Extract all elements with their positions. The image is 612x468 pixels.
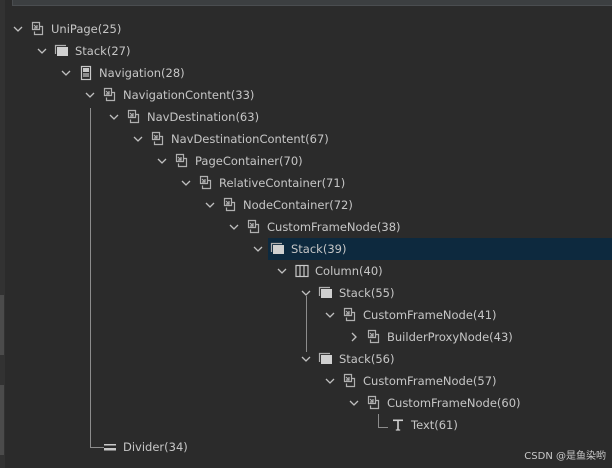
tree-row[interactable]: NavDestinationContent(67) — [0, 128, 612, 150]
tree-node-label: Navigation(28) — [99, 66, 185, 80]
tree-node-label: Stack(27) — [75, 44, 131, 58]
tree-node-label: CustomFrameNode(60) — [387, 396, 521, 410]
chevron-down-icon[interactable] — [36, 45, 48, 57]
tree-row[interactable]: NodeContainer(72) — [0, 194, 612, 216]
component-icon — [30, 21, 46, 37]
tree-row[interactable]: Navigation(28) — [0, 62, 612, 84]
tree-row[interactable]: Stack(39) — [0, 238, 612, 260]
tree-row[interactable]: UniPage(25) — [0, 18, 612, 40]
chevron-down-icon[interactable] — [60, 67, 72, 79]
divider-icon — [102, 439, 118, 455]
tree-node-label: NavDestinationContent(67) — [171, 132, 329, 146]
tree-row[interactable]: CustomFrameNode(57) — [0, 370, 612, 392]
tree-node-label: CustomFrameNode(57) — [363, 374, 497, 388]
tree-node-label: Stack(56) — [339, 352, 395, 366]
chevron-down-icon[interactable] — [108, 111, 120, 123]
tree-node-label: CustomFrameNode(41) — [363, 308, 497, 322]
stack-icon — [54, 43, 70, 59]
component-icon — [198, 175, 214, 191]
component-icon — [366, 395, 382, 411]
tree-node-label: PageContainer(70) — [195, 154, 303, 168]
tree-row[interactable]: NavigationContent(33) — [0, 84, 612, 106]
tree-node-label: UniPage(25) — [51, 22, 122, 36]
tree-row[interactable]: PageContainer(70) — [0, 150, 612, 172]
left-tool-strip — [0, 0, 5, 468]
chevron-down-icon[interactable] — [348, 397, 360, 409]
component-icon — [366, 329, 382, 345]
chevron-down-icon[interactable] — [324, 309, 336, 321]
tree-guide-line — [90, 447, 104, 448]
chevron-down-icon[interactable] — [276, 265, 288, 277]
tree-row[interactable]: CustomFrameNode(60) — [0, 392, 612, 414]
chevron-down-icon[interactable] — [132, 133, 144, 145]
tree-node-label: NodeContainer(72) — [243, 198, 353, 212]
tree-node-label: Stack(39) — [291, 242, 347, 256]
tree-guide-line — [378, 427, 388, 428]
tree-guide-line — [90, 108, 91, 448]
tree-node-label: Stack(55) — [339, 286, 395, 300]
tree-row[interactable]: Stack(56) — [0, 348, 612, 370]
chevron-down-icon[interactable] — [324, 375, 336, 387]
chevron-down-icon[interactable] — [300, 287, 312, 299]
tree-node-label: RelativeContainer(71) — [219, 176, 346, 190]
watermark: CSDN @是鱼染哟 — [524, 451, 606, 462]
tree-node-label: NavigationContent(33) — [123, 88, 255, 102]
chevron-down-icon[interactable] — [84, 89, 96, 101]
chevron-down-icon[interactable] — [156, 155, 168, 167]
tree-row[interactable]: Divider(34) — [0, 436, 612, 458]
chevron-down-icon[interactable] — [204, 199, 216, 211]
chevron-down-icon[interactable] — [180, 177, 192, 189]
text-icon — [390, 417, 406, 433]
tool-window-tab[interactable] — [0, 295, 4, 355]
component-icon — [150, 131, 166, 147]
tree-guide-line — [378, 414, 379, 427]
navigation-icon — [78, 65, 94, 81]
column-icon — [294, 263, 310, 279]
tree-row[interactable]: CustomFrameNode(41) — [0, 304, 612, 326]
component-icon — [342, 307, 358, 323]
tree-node-label: NavDestination(63) — [147, 110, 260, 124]
tree-guide-line — [306, 296, 307, 352]
tree-node-label: Text(61) — [411, 418, 458, 432]
component-icon — [174, 153, 190, 169]
tree-row[interactable]: NavDestination(63) — [0, 106, 612, 128]
tree-row[interactable]: Text(61) — [0, 414, 612, 436]
stack-icon — [318, 285, 334, 301]
header-bar — [12, 0, 612, 6]
stack-icon — [270, 241, 286, 257]
chevron-down-icon[interactable] — [228, 221, 240, 233]
tree-row[interactable]: Stack(55) — [0, 282, 612, 304]
tree-row[interactable]: RelativeContainer(71) — [0, 172, 612, 194]
selection-highlight — [268, 238, 612, 260]
tree-node-label: Divider(34) — [123, 440, 188, 454]
tree-node-label: BuilderProxyNode(43) — [387, 330, 513, 344]
component-icon — [126, 109, 142, 125]
tree-row[interactable]: Column(40) — [0, 260, 612, 282]
tree-row[interactable]: CustomFrameNode(38) — [0, 216, 612, 238]
stack-icon — [318, 351, 334, 367]
component-icon — [222, 197, 238, 213]
tree-row[interactable]: BuilderProxyNode(43) — [0, 326, 612, 348]
component-icon — [102, 87, 118, 103]
component-icon — [246, 219, 262, 235]
tool-window-tab[interactable] — [0, 385, 4, 455]
chevron-down-icon[interactable] — [300, 353, 312, 365]
component-icon — [342, 373, 358, 389]
tree-node-label: CustomFrameNode(38) — [267, 220, 401, 234]
chevron-right-icon[interactable] — [348, 331, 360, 343]
chevron-down-icon[interactable] — [12, 23, 24, 35]
chevron-down-icon[interactable] — [252, 243, 264, 255]
tree-node-label: Column(40) — [315, 264, 383, 278]
tree-row[interactable]: Stack(27) — [0, 40, 612, 62]
